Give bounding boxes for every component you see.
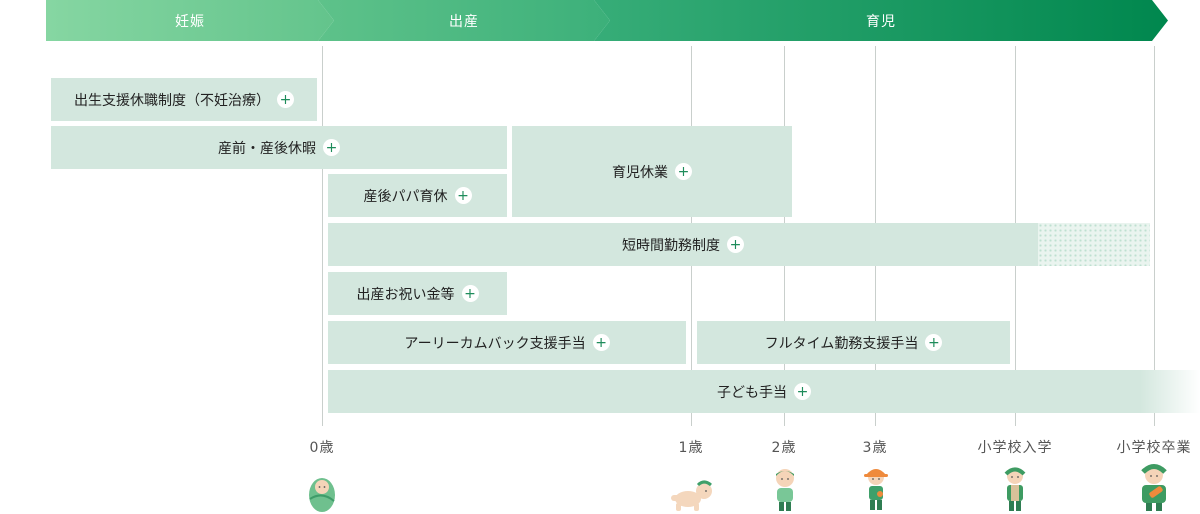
plus-icon: + <box>727 236 744 253</box>
program-child-allowance[interactable]: 子ども手当 + <box>328 370 1200 413</box>
program-label: アーリーカムバック支援手当 <box>404 335 586 352</box>
program-label: 産前・産後休暇 <box>218 140 316 157</box>
age-label-0: 0歳 <box>309 440 335 456</box>
short-hours-extension-pattern <box>1038 223 1150 266</box>
plus-icon: + <box>323 139 340 156</box>
program-label: 短時間勤務制度 <box>622 237 720 254</box>
guide-line-age-0 <box>322 46 323 426</box>
age-label-school-entry: 小学校入学 <box>977 440 1053 456</box>
program-early-return-allowance[interactable]: アーリーカムバック支援手当 + <box>328 321 686 364</box>
age-label-school-graduation: 小学校卒業 <box>1116 440 1192 456</box>
schoolchild-backpack-icon <box>1004 467 1026 511</box>
phase-childcare: 育児 <box>594 0 1168 41</box>
plus-icon: + <box>925 334 943 351</box>
newborn-swaddled-icon <box>309 478 335 512</box>
program-label: 産後パパ育休 <box>363 188 448 205</box>
plus-icon: + <box>675 163 692 180</box>
phase-label: 妊娠 <box>175 13 205 30</box>
crawling-baby-icon <box>671 480 712 511</box>
age-label-3: 3歳 <box>862 440 888 456</box>
program-papa-leave[interactable]: 産後パパ育休 + <box>328 174 507 217</box>
guide-line-school-graduation <box>1154 46 1155 426</box>
program-childcare-leave[interactable]: 育児休業 + <box>512 126 792 217</box>
program-fertility-leave[interactable]: 出生支援休職制度（不妊治療） + <box>51 78 317 121</box>
toddler-icon <box>776 469 794 511</box>
phase-label: 出産 <box>449 13 479 30</box>
program-label: 出生支援休職制度（不妊治療） <box>74 92 270 109</box>
program-fulltime-allowance[interactable]: フルタイム勤務支援手当 + <box>697 321 1010 364</box>
program-label: 育児休業 <box>612 164 668 181</box>
program-label: 子ども手当 <box>717 384 787 401</box>
graduate-child-icon <box>1141 464 1167 511</box>
program-short-hours[interactable]: 短時間勤務制度 + <box>328 223 1038 266</box>
plus-icon: + <box>794 383 811 400</box>
age-label-2: 2歳 <box>771 440 797 456</box>
phase-birth: 出産 <box>318 0 610 41</box>
program-label: 出産お祝い金等 <box>356 286 455 303</box>
age-label-1: 1歳 <box>678 440 704 456</box>
phase-label: 育児 <box>866 13 896 30</box>
program-label: フルタイム勤務支援手当 <box>764 335 919 352</box>
plus-icon: + <box>454 187 472 204</box>
program-birth-gift[interactable]: 出産お祝い金等 + <box>328 272 507 315</box>
plus-icon: + <box>461 285 479 302</box>
plus-icon: + <box>277 91 294 108</box>
program-maternity-leave[interactable]: 産前・産後休暇 + <box>51 126 507 169</box>
phase-pregnancy: 妊娠 <box>46 0 334 41</box>
plus-icon: + <box>592 334 610 351</box>
child-hat-icon <box>864 469 888 510</box>
